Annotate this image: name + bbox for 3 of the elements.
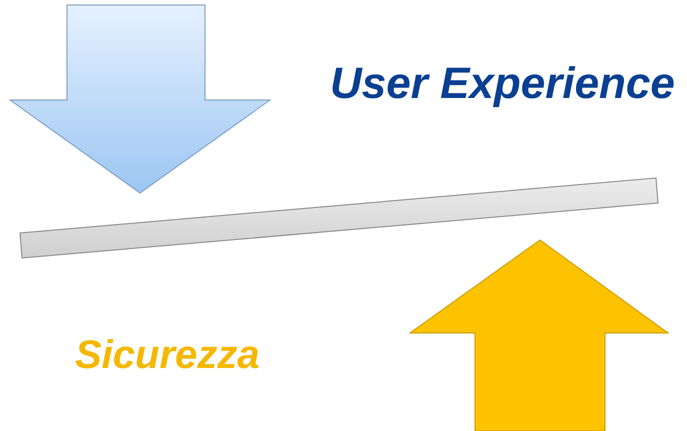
label-text: User Experience: [330, 62, 675, 106]
seesaw-bar: [19, 177, 659, 259]
label-text: Sicurezza: [75, 335, 260, 375]
